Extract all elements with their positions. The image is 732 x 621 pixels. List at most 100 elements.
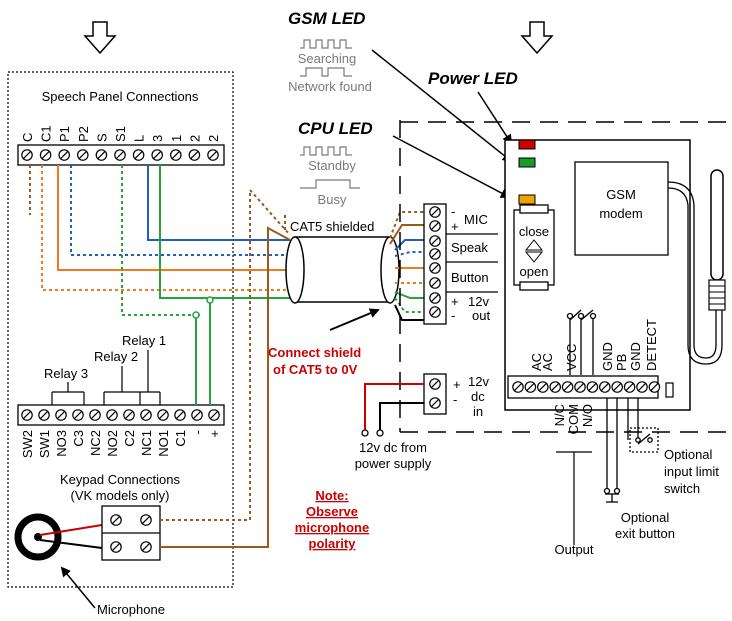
standby-waveform — [300, 146, 352, 156]
relay-output-label: N/O — [580, 404, 595, 427]
terminal-screw — [536, 381, 549, 393]
terminal-screw — [429, 235, 441, 247]
terminal-label: C1 — [173, 430, 188, 447]
speak-label: Speak — [451, 240, 488, 255]
terminal-label: P1 — [57, 126, 72, 142]
terminal-label: SW1 — [37, 430, 52, 458]
shield-pointer-arrow — [329, 308, 380, 331]
microphone-label: Microphone — [97, 602, 165, 617]
power-led-label: Power LED — [428, 69, 518, 88]
terminal-label: AC — [540, 353, 555, 371]
terminal-label: NC1 — [139, 430, 154, 456]
terminal-label: NO2 — [105, 430, 120, 457]
dc-label: dc — [471, 389, 485, 404]
terminal-screw — [611, 381, 624, 393]
antenna-cable — [667, 181, 717, 359]
cpu-led-label: CPU LED — [298, 119, 373, 138]
terminal-label: NO3 — [54, 430, 69, 457]
terminal-label: 3 — [150, 135, 165, 142]
terminal-screw — [58, 149, 70, 161]
limit-switch-symbol — [627, 398, 659, 453]
terminal-label: + — [207, 430, 222, 438]
terminal-screw — [38, 409, 50, 421]
terminal-screw — [429, 277, 441, 289]
down-arrow-icon — [520, 21, 554, 55]
terminal-screw — [114, 149, 126, 161]
terminal-label: C — [20, 133, 35, 142]
psu-wire-red — [364, 383, 424, 430]
terminal-screw — [77, 149, 89, 161]
terminal-screw — [512, 381, 524, 393]
terminal-screw — [429, 292, 441, 304]
network-found-label: Network found — [288, 79, 372, 94]
keypad-subtitle: (VK models only) — [71, 488, 170, 503]
exit-button-label-2: exit button — [615, 526, 675, 541]
relay-brackets — [51, 350, 161, 405]
terminal-label: DETECT — [644, 319, 659, 371]
gsm-modem — [574, 161, 669, 256]
standby-label: Standby — [308, 158, 356, 173]
terminal-screw — [429, 262, 441, 274]
svg-text:polarity: polarity — [309, 536, 357, 551]
terminal-label: PB — [614, 354, 629, 371]
terminal-screw — [21, 409, 33, 421]
cat5-cable — [285, 236, 400, 304]
audio-terminal-brackets — [446, 233, 498, 293]
in-label: in — [473, 404, 483, 419]
terminal-screw — [140, 409, 152, 421]
svg-text:-: - — [451, 204, 455, 219]
terminal-screw — [170, 149, 182, 161]
terminal-label: GND — [628, 342, 643, 371]
relay-2-label: Relay 2 — [94, 349, 138, 364]
cpu-led-pointer — [392, 135, 511, 198]
svg-text:+: + — [453, 377, 461, 392]
out-12v-label: 12v — [468, 294, 489, 309]
limit-switch-label-3: switch — [664, 481, 700, 496]
output-label: Output — [554, 542, 593, 557]
terminal-label: AC — [529, 353, 544, 371]
svg-text:-: - — [453, 392, 457, 407]
mic-label: MIC — [464, 212, 488, 227]
cat5-wires-left — [29, 165, 291, 548]
cpu-led — [518, 194, 536, 205]
terminal-screw — [207, 149, 219, 161]
terminal-label: VCC — [564, 344, 579, 371]
gsm-led-pointer — [371, 49, 513, 163]
mic-wire-red — [39, 524, 103, 536]
psu-label-2: power supply — [355, 456, 432, 471]
limit-switch-label-2: input limit — [664, 464, 719, 479]
psu-wire-black — [379, 402, 424, 430]
searching-waveform — [300, 39, 352, 49]
terminal-screw — [636, 381, 648, 393]
terminal-label: NC2 — [88, 430, 103, 456]
terminal-label: NO1 — [156, 430, 171, 457]
terminal-label: GND — [600, 342, 615, 371]
exit-button-label-1: Optional — [621, 510, 670, 525]
terminal-label: P2 — [76, 126, 91, 142]
terminal-screw — [89, 409, 101, 421]
microphone-icon — [14, 513, 62, 561]
terminal-label: 2 — [206, 135, 221, 142]
terminal-label: 1 — [169, 135, 184, 142]
terminal-screw — [561, 381, 574, 393]
svg-text:+: + — [451, 219, 459, 234]
terminal-label: S — [94, 133, 109, 142]
gsm-led — [518, 157, 536, 168]
out-label: out — [472, 308, 490, 323]
terminal-screw — [598, 381, 611, 393]
svg-text:microphone: microphone — [295, 520, 369, 535]
network-found-waveform — [300, 67, 352, 77]
close-open-jumper: close open — [513, 204, 555, 291]
psu-label-1: 12v dc from — [359, 440, 427, 455]
terminal-screw — [174, 409, 186, 421]
relay-output-label: COM — [566, 404, 581, 434]
terminal-screw — [549, 381, 562, 393]
terminal-label: S1 — [113, 126, 128, 142]
relay-output-brackets — [556, 451, 592, 545]
down-arrow-icon — [83, 21, 117, 55]
microphone-pointer-arrow — [60, 566, 96, 609]
